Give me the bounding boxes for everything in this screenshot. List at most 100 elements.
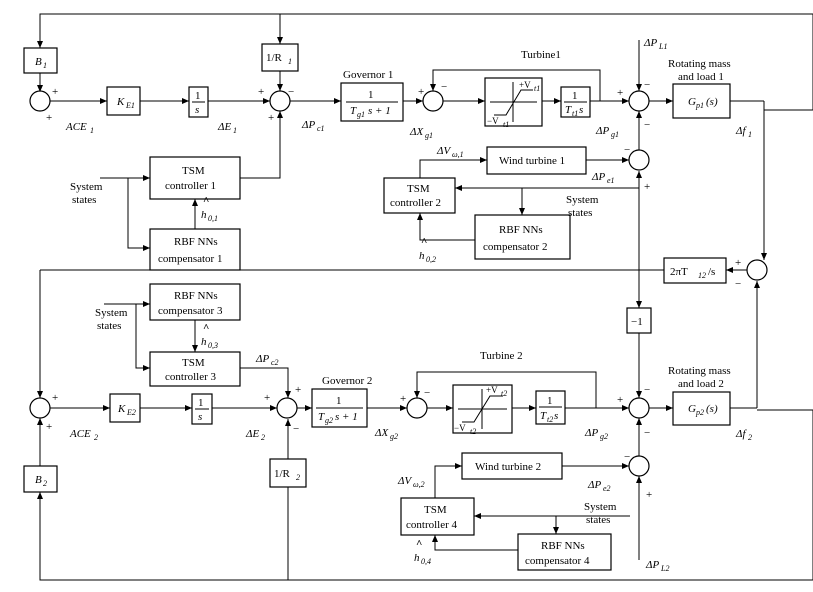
svg-text:+: + [646,489,652,501]
svg-text:12: 12 [698,271,706,280]
svg-text:(s): (s) [706,96,718,108]
svg-text:t1: t1 [534,84,540,93]
svg-text:Δf: Δf [735,428,747,440]
rbf-compensator1-block: RBF NNs compensator 1 [149,228,241,271]
svg-text:2: 2 [43,479,47,488]
svg-text:ΔP: ΔP [591,171,605,183]
svg-text:ACE: ACE [65,121,87,133]
svg-text:compensator 3: compensator 3 [158,305,223,317]
svg-text:2πT: 2πT [670,266,688,278]
svg-text:p2: p2 [695,408,704,417]
svg-text:e1: e1 [607,176,615,185]
b2-block: B 2 [23,465,58,493]
svg-text:ΔX: ΔX [374,427,389,439]
svg-text:Wind turbine 2: Wind turbine 2 [475,461,541,473]
svg-text:g1: g1 [611,130,619,139]
svg-text:/s: /s [708,266,715,278]
svg-text:2: 2 [261,433,265,442]
saturation1-block: +V t1 −V t1 [484,77,543,129]
svg-text:RBF NNs: RBF NNs [174,236,218,248]
svg-text:g1: g1 [357,110,365,119]
svg-text:1: 1 [368,89,374,101]
svg-text:ΔX: ΔX [409,126,424,138]
sum-wind1 [628,149,650,171]
r1-block: 1/R 1 [261,43,299,72]
svg-text:Wind turbine 1: Wind turbine 1 [499,155,565,167]
svg-text:−V: −V [454,423,466,433]
svg-text:1: 1 [547,395,553,407]
svg-text:+: + [46,421,52,433]
svg-text:B: B [35,474,42,486]
svg-text:Δf: Δf [735,125,747,137]
governor2-label: Governor 2 [322,375,372,387]
sum-load1 [628,90,650,112]
svg-text:0,1: 0,1 [208,214,218,223]
svg-text:1: 1 [572,90,578,102]
svg-text:−: − [624,451,630,463]
svg-text:1: 1 [233,126,237,135]
svg-text:1: 1 [748,130,752,139]
svg-text:RBF NNs: RBF NNs [541,540,585,552]
tsm-controller1-block: TSM controller 1 [149,156,241,200]
svg-text:+V: +V [486,385,498,395]
svg-text:1: 1 [336,395,342,407]
svg-text:RBF NNs: RBF NNs [499,224,543,236]
svg-text:+V: +V [519,80,531,90]
wires-area-1 [37,13,813,251]
wind-turbine1-block: Wind turbine 1 [486,146,587,175]
svg-text:^: ^ [416,538,422,550]
svg-text:t2: t2 [547,415,553,424]
svg-text:1/R: 1/R [274,468,291,480]
integrator1-block: 1 s [188,86,209,118]
turbine1-label: Turbine1 [521,49,561,61]
system-states2-line2: states [568,207,592,219]
svg-text:ΔV: ΔV [397,475,412,487]
svg-text:h: h [201,209,207,221]
svg-text:t1: t1 [503,120,509,129]
saturation2-block: +V t2 −V t2 [452,384,513,436]
governor1-block: 1 T g1 s + 1 [340,82,404,122]
svg-text:1: 1 [43,61,47,70]
svg-text:g2: g2 [325,416,333,425]
svg-text:compensator 1: compensator 1 [158,253,222,265]
sum-tie-line [746,259,768,281]
svg-text:E2: E2 [126,408,136,417]
svg-text:+: + [52,392,58,404]
svg-text:1: 1 [90,126,94,135]
system-states3-line1: System [95,307,128,319]
svg-text:L1: L1 [658,42,667,51]
r2-block: 1/R 2 [269,458,307,488]
svg-text:g1: g1 [425,131,433,140]
svg-text:T: T [540,410,547,422]
svg-text:controller 1: controller 1 [165,180,216,192]
svg-text:ω,2: ω,2 [413,480,425,489]
svg-text:T: T [350,105,357,117]
rotating-mass2-line2: and load 2 [678,378,724,390]
svg-text:c1: c1 [317,124,325,133]
svg-text:0,2: 0,2 [426,255,436,264]
svg-text:h: h [419,250,425,262]
svg-text:compensator 4: compensator 4 [525,555,590,567]
svg-text:TSM: TSM [182,357,205,369]
svg-text:ΔV: ΔV [436,145,451,157]
rotating-mass1-line1: Rotating mass [668,58,731,70]
svg-text:−: − [644,384,650,396]
rbf-compensator3-block: RBF NNs compensator 3 [149,283,241,321]
svg-text:ΔE: ΔE [245,428,259,440]
svg-text:ΔP: ΔP [584,427,598,439]
svg-text:s: s [554,410,558,422]
svg-text:TSM: TSM [407,183,430,195]
sum-load2 [628,397,650,419]
svg-text:ACE: ACE [69,428,91,440]
system-states1-line2: states [72,194,96,206]
svg-text:s + 1: s + 1 [335,411,358,423]
svg-text:ΔP: ΔP [301,119,315,131]
svg-text:ΔE: ΔE [217,121,231,133]
sum-governor2-input [276,397,298,419]
gp1-block: G p1 (s) [672,83,731,119]
svg-text:ΔP: ΔP [645,559,659,571]
svg-text:TSM: TSM [182,165,205,177]
svg-text:controller 3: controller 3 [165,371,217,383]
sum-governor1-input [269,90,291,112]
svg-text:−V: −V [487,116,499,126]
